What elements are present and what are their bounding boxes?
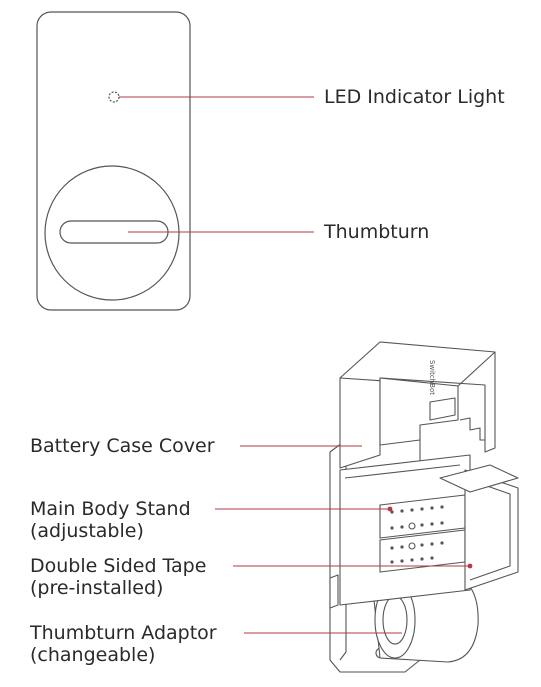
label-battery-case-cover: Battery Case Cover bbox=[30, 435, 215, 457]
label-thumbturn: Thumbturn bbox=[324, 221, 430, 243]
thumbturn-dial bbox=[44, 165, 180, 301]
label-double-sided-tape-line1: Double Sided Tape bbox=[30, 555, 207, 577]
label-main-body-stand-line2: (adjustable) bbox=[30, 520, 144, 542]
leader-dots bbox=[387, 506, 473, 569]
label-double-sided-tape: Double Sided Tape (pre-installed) bbox=[30, 555, 206, 599]
leader-lines-bottom bbox=[215, 445, 470, 634]
label-thumbturn-adaptor-line2: (changeable) bbox=[30, 644, 156, 666]
label-main-body-stand: Main Body Stand (adjustable) bbox=[30, 498, 191, 542]
leader-lines-top bbox=[119, 96, 314, 233]
lock-body-outline bbox=[36, 11, 191, 311]
label-double-sided-tape-line2: (pre-installed) bbox=[30, 577, 164, 599]
brand-mark: SwitchBot bbox=[428, 360, 436, 395]
label-led-indicator-light: LED Indicator Light bbox=[324, 86, 505, 108]
lock-side-view bbox=[329, 341, 519, 673]
label-thumbturn-adaptor: Thumbturn Adaptor (changeable) bbox=[30, 622, 217, 666]
battery-case-cover bbox=[339, 341, 496, 469]
label-thumbturn-adaptor-line1: Thumbturn Adaptor bbox=[30, 622, 217, 644]
label-main-body-stand-line1: Main Body Stand bbox=[30, 498, 191, 520]
lock-front-view bbox=[36, 11, 191, 311]
led-indicator bbox=[108, 91, 120, 103]
